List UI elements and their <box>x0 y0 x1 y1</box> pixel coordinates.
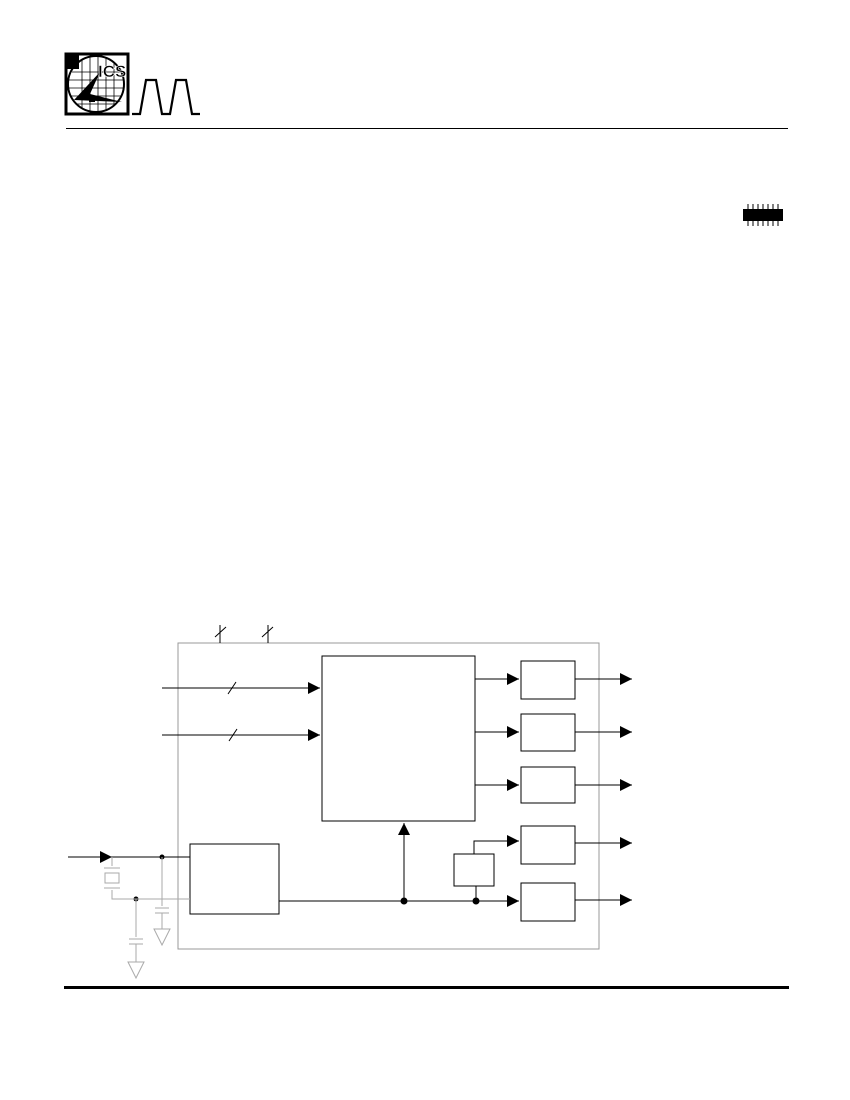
output-buffer-2 <box>520 713 576 752</box>
chip-boundary <box>177 642 600 950</box>
junction-dot <box>400 897 408 905</box>
main-logic-block <box>321 655 476 822</box>
block-diagram <box>68 625 632 980</box>
clock-waveform-icon <box>132 78 200 116</box>
header-rule <box>66 128 788 129</box>
footer-rule <box>64 986 789 989</box>
oscillator-block <box>189 843 280 915</box>
crystal-network <box>104 857 190 980</box>
bus-ticks-top <box>214 625 274 643</box>
junction-dot <box>472 897 480 905</box>
divider-block <box>453 853 495 887</box>
output-buffer-5 <box>520 882 576 922</box>
output-buffer-4 <box>520 825 576 865</box>
svg-text:ICS: ICS <box>98 62 126 81</box>
ic-package-icon <box>743 204 783 226</box>
output-buffer-3 <box>520 766 576 804</box>
ics-logo: ICS <box>64 52 200 116</box>
output-buffer-1 <box>520 660 576 700</box>
